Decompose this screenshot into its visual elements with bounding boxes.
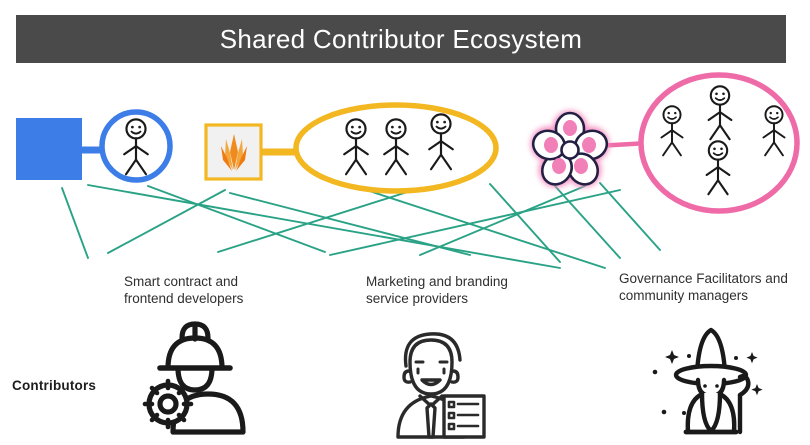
network-link bbox=[599, 182, 661, 251]
network-link bbox=[61, 187, 89, 259]
wizard-with-staff-icon[interactable] bbox=[652, 327, 763, 435]
role-label-marketing: Marketing and branding service providers bbox=[366, 274, 508, 306]
network-link bbox=[554, 185, 621, 259]
engineer-with-gear-icon[interactable] bbox=[142, 321, 246, 435]
blue-group[interactable] bbox=[99, 109, 173, 183]
network-links bbox=[61, 182, 661, 269]
amber-group[interactable] bbox=[293, 102, 499, 194]
pink-group[interactable] bbox=[638, 72, 800, 214]
network-link bbox=[147, 185, 326, 253]
network-link bbox=[329, 189, 621, 256]
network-link bbox=[229, 192, 471, 256]
network-link bbox=[217, 187, 421, 253]
sparkles bbox=[652, 350, 763, 415]
flame-wheat-logo bbox=[221, 134, 247, 171]
role-label-developers: Smart contract and frontend developers bbox=[124, 274, 244, 306]
blue-square-node[interactable] bbox=[16, 118, 82, 180]
contributors-label: Contributors bbox=[12, 378, 97, 393]
flower-center bbox=[560, 140, 580, 160]
network-link bbox=[107, 189, 226, 254]
network-link bbox=[419, 185, 586, 256]
flower-inner-hearts bbox=[544, 120, 596, 174]
network-link bbox=[87, 184, 561, 269]
amber-logo-node[interactable] bbox=[204, 123, 263, 181]
page-title: Shared Contributor Ecosystem bbox=[219, 23, 583, 54]
pink-flower-node[interactable] bbox=[529, 111, 610, 190]
role-label-governance: Governance Facilitators and community ma… bbox=[619, 271, 788, 303]
page-title-bar: Shared Contributor Ecosystem bbox=[16, 15, 786, 63]
businessman-checklist-icon[interactable] bbox=[396, 332, 486, 439]
network-link bbox=[489, 183, 561, 263]
